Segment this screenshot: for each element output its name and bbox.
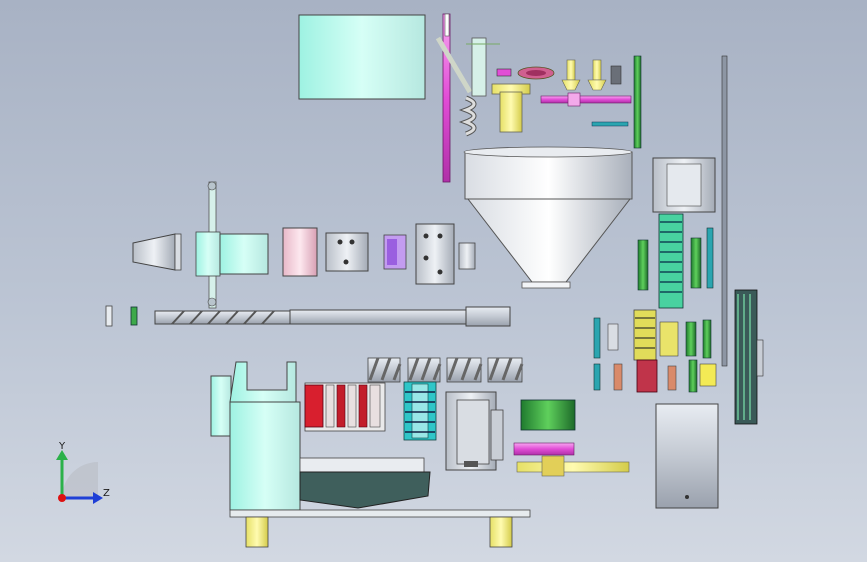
gear-train[interactable] (458, 55, 642, 149)
vertical-rod[interactable] (435, 13, 500, 183)
main-screw[interactable] (105, 305, 511, 327)
pulley[interactable] (721, 55, 764, 425)
gearbox-body[interactable] (210, 361, 504, 511)
coordinate-triad (56, 450, 103, 504)
z-axis-label: Z (103, 488, 110, 499)
motor-housing[interactable] (298, 14, 426, 100)
pressing-cage[interactable] (132, 181, 476, 309)
y-axis-label: Y (59, 441, 66, 452)
frame-base[interactable] (229, 399, 630, 548)
hopper[interactable] (463, 146, 633, 289)
gear-set[interactable] (593, 157, 717, 393)
screw-flights[interactable] (367, 357, 524, 383)
cover-plate[interactable] (655, 403, 719, 509)
